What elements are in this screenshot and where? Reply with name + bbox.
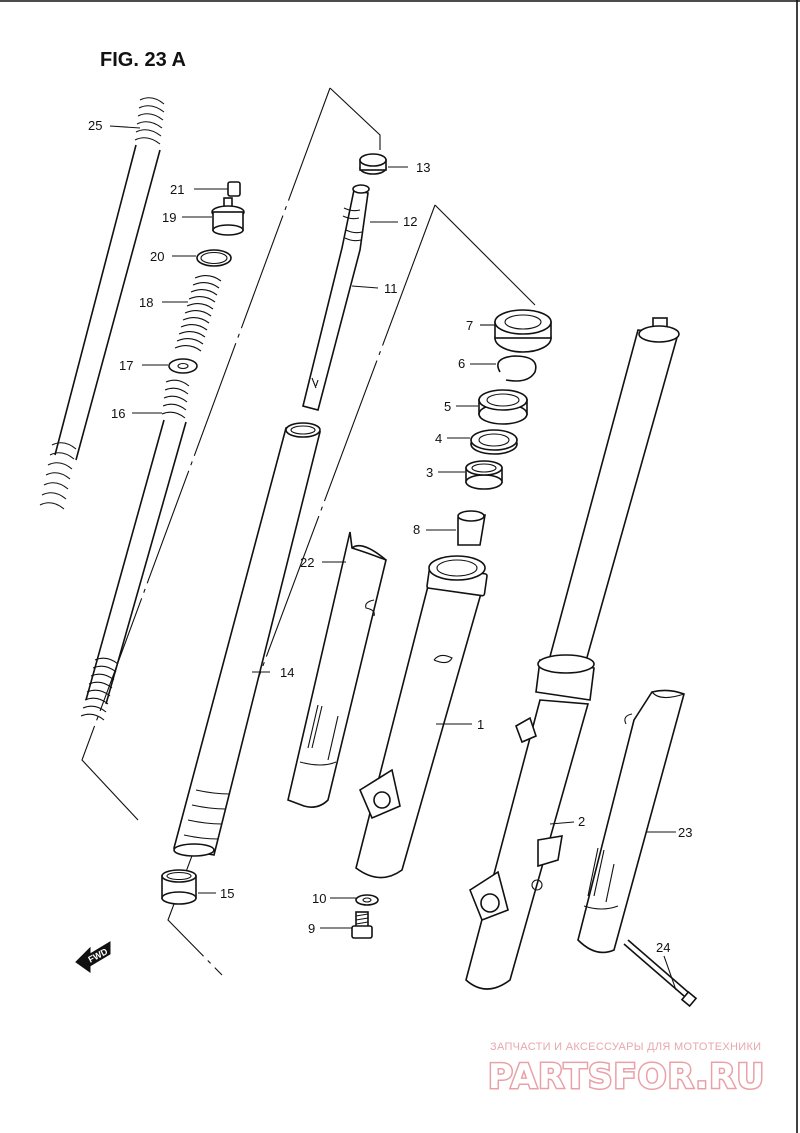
- callout-8: 8: [413, 522, 420, 537]
- part-23-fork-guard: [577, 689, 685, 954]
- callout-14: 14: [280, 665, 294, 680]
- callout-1: 1: [477, 717, 484, 732]
- part-19-plug: [182, 197, 245, 236]
- part-17-washer: [142, 358, 198, 374]
- figure-title: FIG. 23 A: [100, 49, 186, 71]
- callout-15: 15: [220, 886, 234, 901]
- callout-20: 20: [150, 249, 164, 264]
- callout-5: 5: [444, 399, 451, 414]
- callout-2: 2: [578, 814, 585, 829]
- part-13-bushing: [359, 153, 408, 175]
- callout-4: 4: [435, 431, 442, 446]
- callout-11: 11: [384, 281, 398, 296]
- part-11-damper-rod: [302, 184, 398, 411]
- callout-19: 19: [162, 210, 176, 225]
- part-14-inner-tube: [173, 422, 321, 857]
- part-24-cable-tie: [623, 939, 698, 1008]
- part-9-bolt: [320, 911, 373, 939]
- part-2-fork-assembly: [465, 317, 680, 990]
- callout-12: 12: [403, 214, 417, 229]
- callout-24: 24: [656, 940, 670, 955]
- callout-16: 16: [111, 406, 125, 421]
- part-22-fork-guard: [287, 531, 387, 808]
- part-4-washer: [447, 429, 518, 455]
- callout-7: 7: [466, 318, 473, 333]
- callout-17: 17: [119, 358, 133, 373]
- part-10-gasket: [330, 894, 379, 906]
- callout-18: 18: [139, 295, 153, 310]
- part-20-o-ring: [172, 249, 232, 267]
- part-18-spacer-spring: [162, 275, 222, 352]
- callout-9: 9: [308, 921, 315, 936]
- callout-6: 6: [458, 356, 465, 371]
- part-16-fork-spring: [80, 379, 190, 721]
- callout-10: 10: [312, 891, 326, 906]
- callout-13: 13: [416, 160, 430, 175]
- callout-3: 3: [426, 465, 433, 480]
- callout-23: 23: [678, 825, 692, 840]
- part-25-fork-spring: [39, 97, 165, 510]
- part-7-dust-seal: [480, 309, 552, 353]
- assembly-guide-lines: [81, 87, 536, 976]
- watermark-tagline: ЗАПЧАСТИ И АКСЕССУАРЫ ДЛЯ МОТОТЕХНИКИ: [490, 1041, 761, 1053]
- watermark-brand: PARTSFOR.RU: [488, 1057, 765, 1097]
- part-15-bushing: [161, 869, 216, 905]
- part-8-oil-lock-piece: [426, 510, 486, 546]
- part-1-outer-tube: [355, 555, 488, 879]
- fwd-direction-marker: FWD: [75, 941, 111, 973]
- callout-21: 21: [170, 182, 184, 197]
- part-6-clip: [470, 355, 537, 382]
- part-5-oil-seal: [456, 389, 528, 425]
- callout-25: 25: [88, 118, 102, 133]
- callout-22: 22: [300, 555, 314, 570]
- part-3-bushing: [438, 460, 503, 490]
- part-21-cap: [194, 181, 241, 197]
